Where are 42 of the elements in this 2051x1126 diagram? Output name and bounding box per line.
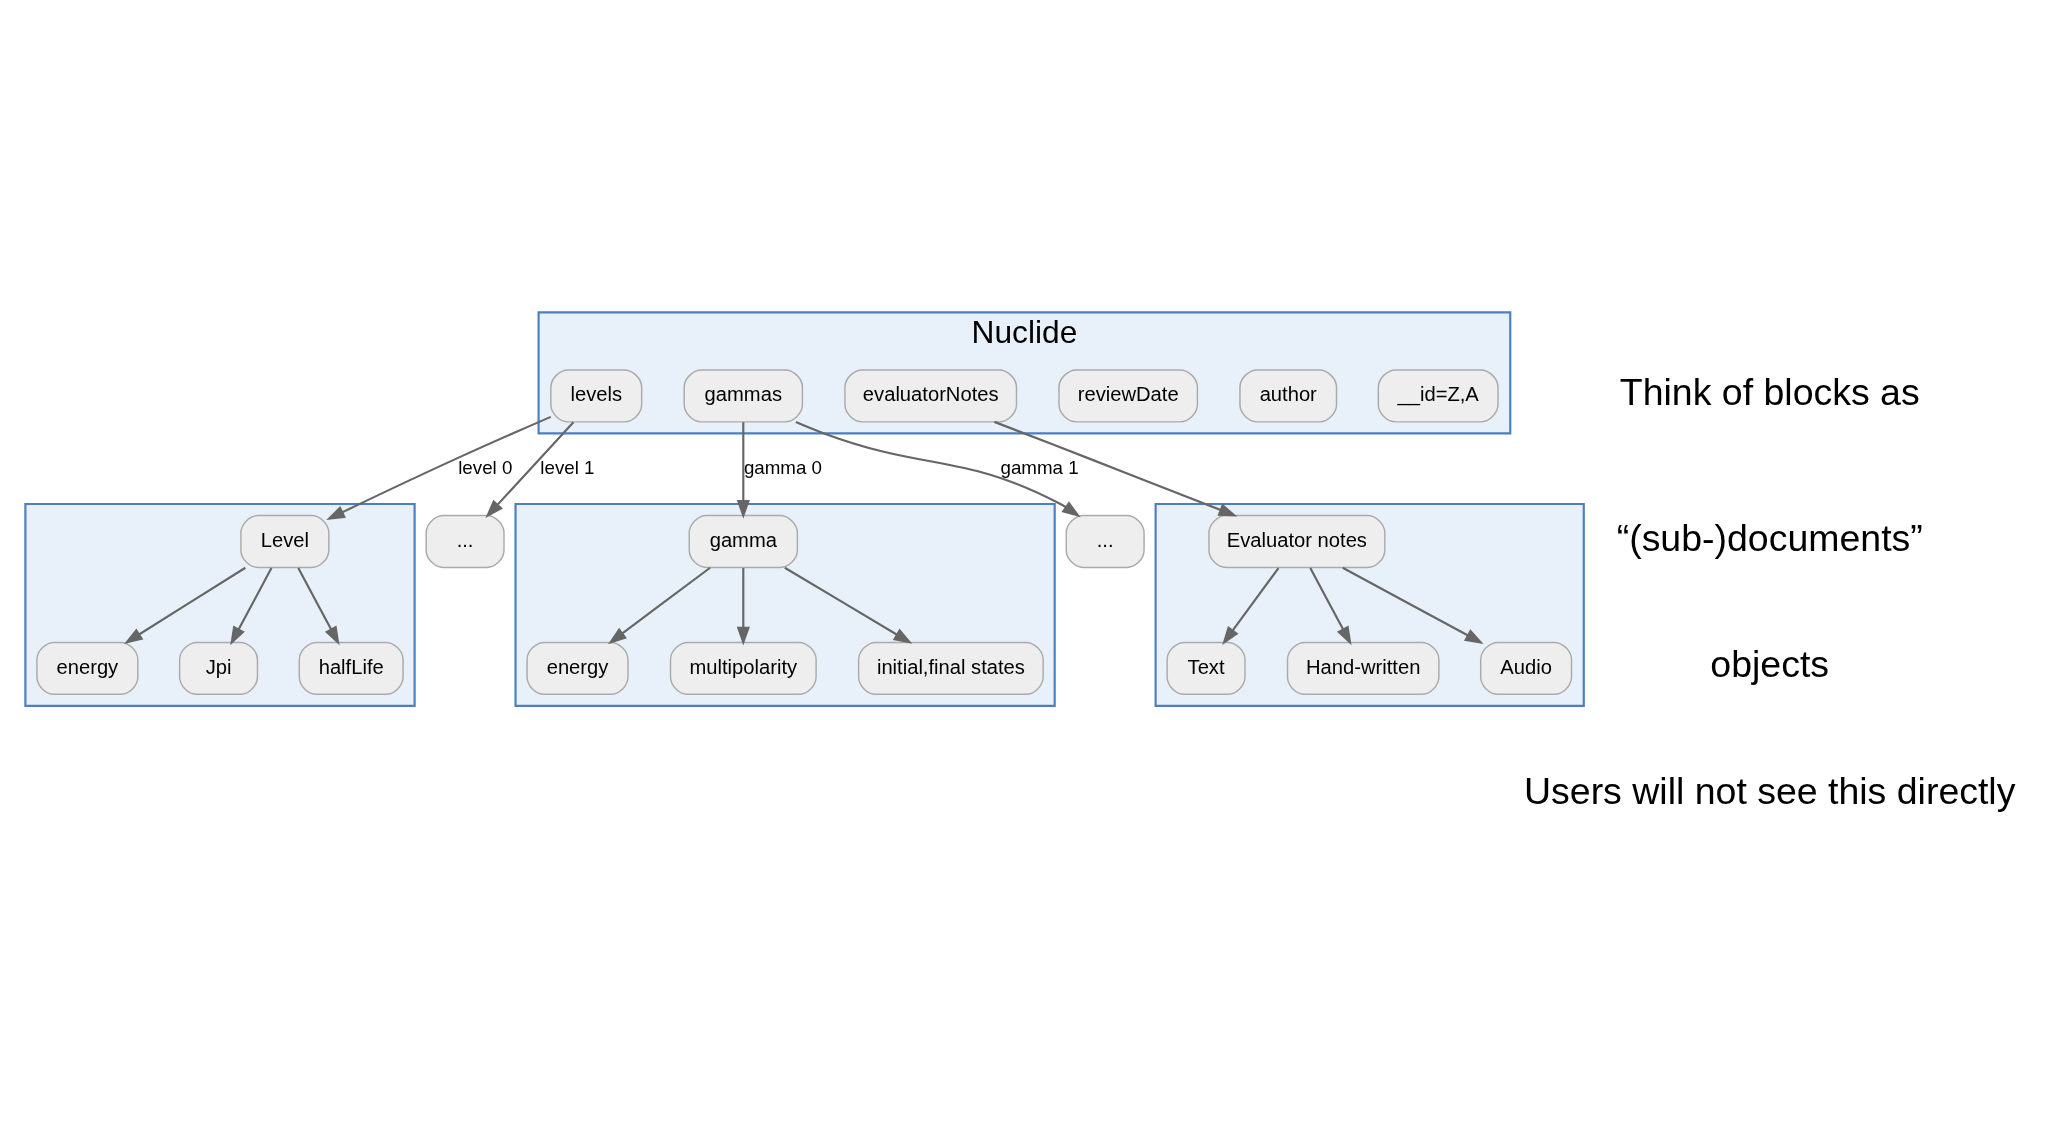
arrow <box>230 567 273 645</box>
node-box: Audio <box>1479 641 1573 695</box>
arrow <box>485 420 575 518</box>
node-box: reviewDate <box>1058 368 1199 423</box>
node-box: Text <box>1166 641 1246 695</box>
arrow <box>1222 566 1280 645</box>
node-box: evaluatorNotes <box>844 368 1018 423</box>
arrow <box>297 567 340 645</box>
arrow <box>795 420 1081 517</box>
node-box: Level <box>240 514 330 568</box>
node-box: energy <box>526 641 629 695</box>
label: objects <box>1710 642 1830 685</box>
edge-label: level 0 <box>458 456 513 478</box>
node-box: multipolarity <box>669 641 817 695</box>
node-box: energy <box>36 641 139 695</box>
arrow <box>124 566 246 644</box>
edge-label: gamma 0 <box>743 456 822 478</box>
node-box: gammas <box>683 368 804 423</box>
cluster <box>514 502 1056 707</box>
arrow <box>1342 566 1484 644</box>
node-box: initial,final states <box>857 641 1044 695</box>
node-box: Jpi <box>178 641 259 695</box>
node-box: levels <box>550 368 643 423</box>
node-box: gamma <box>688 514 799 568</box>
label: “(sub-)documents” <box>1616 516 1923 559</box>
label: Users will not see this directly <box>1524 769 2016 812</box>
node-box: __id=Z,A <box>1377 368 1499 423</box>
node-box: author <box>1239 368 1338 423</box>
node-box: ... <box>1065 514 1145 568</box>
arrow <box>736 421 750 519</box>
arrow <box>784 566 913 644</box>
edge-label: level 1 <box>540 456 595 478</box>
label: Think of blocks as <box>1619 370 1920 413</box>
node-box: Hand-written <box>1286 641 1440 695</box>
node-box: halfLife <box>298 641 404 695</box>
arrow <box>1309 567 1352 645</box>
arrow <box>608 566 711 644</box>
edge-label: gamma 1 <box>1000 456 1079 478</box>
arrow <box>326 415 552 520</box>
node-box: Evaluator notes <box>1208 514 1386 568</box>
node-box: ... <box>425 514 505 568</box>
arrow <box>736 567 750 646</box>
